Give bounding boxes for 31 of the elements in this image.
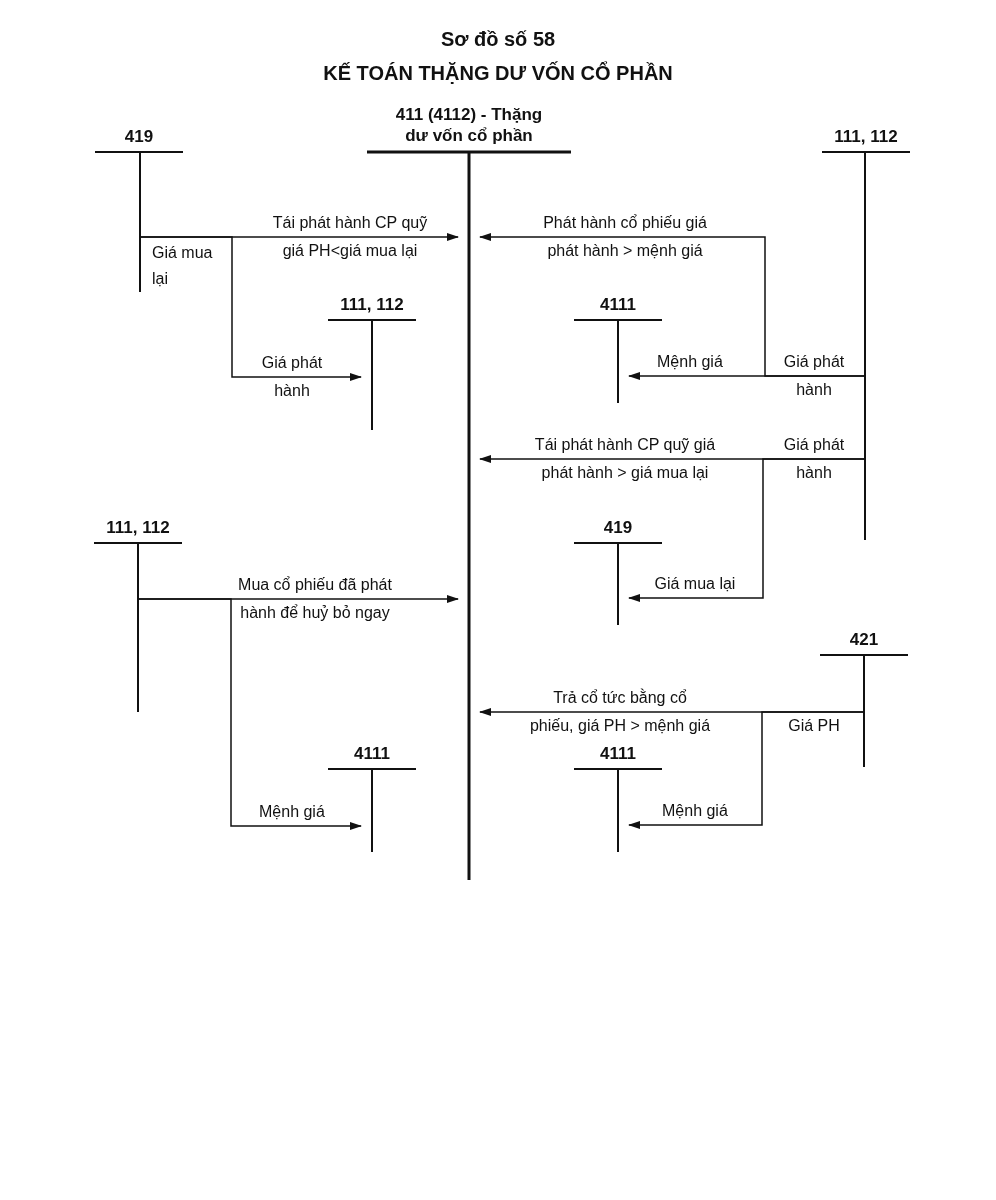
account-number: 419 [124,126,154,148]
edge-label: Mệnh giá [662,801,728,821]
account-number: 4111 [354,743,390,765]
edge-label: Trả cổ tức bằng cổ phiếu, giá PH > mệnh giá [528,687,712,736]
edge-label: Giá phát hành [261,353,323,401]
edge-label: Mệnh giá [657,352,723,372]
diagram-title: Sơ đồ số 58 [439,28,557,51]
account-number: 421 [849,629,879,651]
account-number: 111, 112 [340,294,404,316]
amount-label: Giá mua lại [152,243,214,289]
account-number: 4111 [600,743,636,765]
amount-label: Giá phát hành [782,352,846,400]
amount-label: Giá PH [787,716,841,736]
arrow [628,711,865,829]
account-number: 111, 112 [834,126,898,148]
edge-label: Giá mua lại [654,574,736,594]
amount-label: Giá phát hành [782,435,846,483]
arrow [137,598,362,830]
edge-label: Tái phát hành CP quỹ giá PH<giá mua lại [271,213,429,261]
account-number: 4111 [600,294,636,316]
edge-label: Mua cổ phiếu đã phát hành để huỷ bỏ ngay [237,575,393,623]
account-number: 411 (4112) - Thặng dư vốn cổ phần [394,104,544,146]
edge-label: Mệnh giá [259,802,325,822]
edge-label: Phát hành cổ phiếu giá phát hành > mệnh giá [542,213,708,261]
diagram-heading: KẾ TOÁN THẶNG DƯ VỐN CỔ PHẦN [322,60,674,86]
account-number: 419 [603,517,633,539]
account-number: 111, 112 [106,517,170,539]
arrow [628,372,866,380]
arrow [139,236,362,381]
arrow [628,458,866,602]
edge-label: Tái phát hành CP quỹ giá phát hành > giá mua lại [533,435,717,483]
